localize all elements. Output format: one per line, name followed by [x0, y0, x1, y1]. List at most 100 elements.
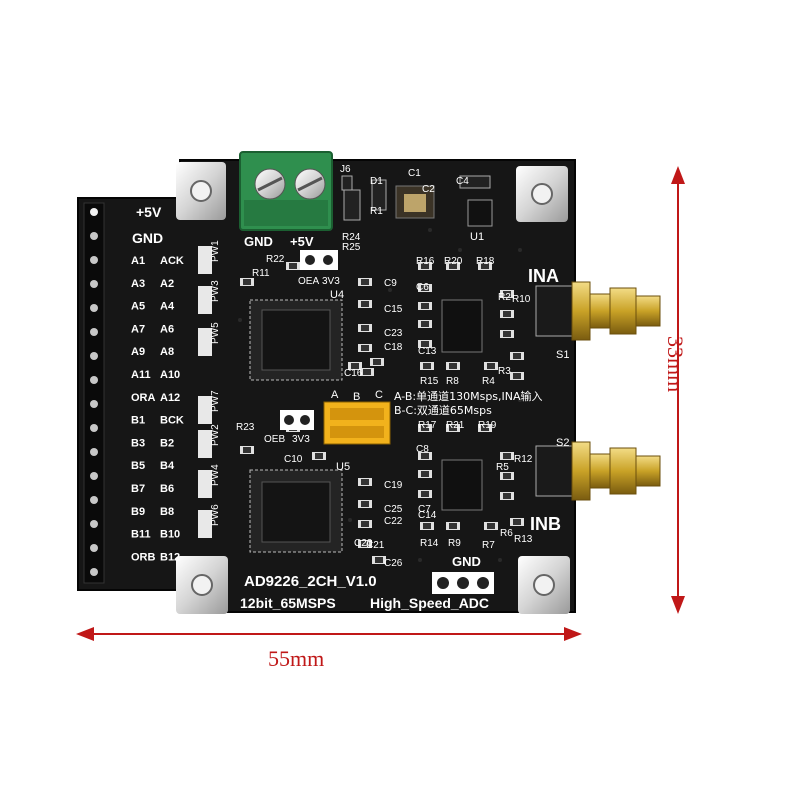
- component-label: C7: [418, 504, 431, 515]
- smd-body: [449, 523, 457, 529]
- smd-body: [243, 279, 251, 285]
- smd-body: [503, 291, 511, 297]
- pw-label: PW7: [210, 390, 221, 412]
- dimension-height-label: 33mm: [663, 336, 688, 393]
- component-label: R25: [342, 242, 361, 253]
- component-label: R11: [252, 268, 270, 279]
- mode-note-2: B-C:双通道65Msps: [394, 403, 492, 417]
- pin-header: [83, 202, 105, 584]
- pw-resistor-array: [198, 430, 212, 458]
- component-label: C19: [384, 480, 403, 491]
- smd-body: [513, 373, 521, 379]
- component-label: C25: [384, 504, 403, 515]
- header-pin: [90, 400, 98, 408]
- terminal-label-5v: +5V: [290, 234, 314, 249]
- dimension-width-label: 55mm: [268, 646, 325, 671]
- component-label: R7: [482, 540, 495, 551]
- smd-body: [375, 557, 383, 563]
- pw-resistor-array: [198, 286, 212, 314]
- component-label: C23: [384, 328, 403, 339]
- smd-body: [289, 263, 297, 269]
- component-label: R23: [236, 422, 255, 433]
- pw-label: PW1: [210, 240, 221, 262]
- input-label-ina: INA: [528, 266, 559, 286]
- top-components: [341, 175, 493, 227]
- dim-width-arrow: [76, 627, 582, 641]
- sma-connector-a: [535, 281, 661, 341]
- component-label: C21: [366, 540, 385, 551]
- smd-body: [503, 311, 511, 317]
- component-label: R19: [478, 420, 497, 431]
- smd-body: [423, 363, 431, 369]
- header-pin: [90, 280, 98, 288]
- smd-body: [421, 425, 429, 431]
- component-label: C20: [354, 538, 373, 549]
- header-pin-label: A6: [160, 323, 174, 335]
- input-label-inb: INB: [530, 514, 561, 534]
- component-label: R1: [370, 206, 383, 217]
- mount-hole-bottom-right: [518, 556, 570, 614]
- component-label: C8: [416, 444, 429, 455]
- header-pin-label: A10: [160, 369, 180, 381]
- opamp-a: [441, 299, 483, 353]
- component-label: R20: [444, 256, 463, 267]
- component-label: C6: [416, 282, 429, 293]
- smd-body: [503, 453, 511, 459]
- oe-header-b: [280, 410, 314, 430]
- header-pin-label: A8: [160, 346, 174, 358]
- component-label: C15: [384, 304, 403, 315]
- smd-body: [361, 541, 369, 547]
- component-label: R6: [500, 528, 513, 539]
- component-label: R10: [512, 294, 531, 305]
- header-pin-label: B6: [160, 483, 174, 495]
- label-u4: U4: [330, 289, 344, 301]
- header-pin-label: B12: [160, 551, 180, 563]
- header-pin-label: B11: [131, 529, 151, 541]
- component-label: R9: [448, 538, 461, 549]
- header-pin-label: A1: [131, 255, 145, 267]
- sma-connector-b: [535, 441, 661, 501]
- smd-body: [487, 363, 495, 369]
- component-label: C18: [384, 342, 403, 353]
- component-label: R12: [514, 454, 533, 465]
- terminal-label-gnd: GND: [244, 234, 273, 249]
- smd-body: [361, 301, 369, 307]
- component-label: C2: [422, 184, 435, 195]
- adc-chip-u5: [249, 469, 343, 553]
- smd-body: [421, 491, 429, 497]
- header-pin-label: A4: [160, 301, 175, 313]
- connector-label-s1: S1: [556, 349, 569, 361]
- component-label: C13: [418, 346, 437, 357]
- header-pin-label: ORB: [131, 551, 156, 563]
- oe-label-oea: OEA: [298, 276, 319, 287]
- header-pin-label: A3: [131, 278, 145, 290]
- header-pin-label: B7: [131, 483, 145, 495]
- smd-body: [503, 493, 511, 499]
- mount-hole-top-left: [176, 162, 226, 220]
- smd-body: [421, 341, 429, 347]
- header-pin-label: B5: [131, 460, 145, 472]
- component-label: R14: [420, 538, 439, 549]
- smd-body: [421, 263, 429, 269]
- header-pin-label: B8: [160, 506, 174, 518]
- component-label: C10: [284, 454, 303, 465]
- pw-label: PW4: [210, 464, 221, 486]
- component-label: R13: [514, 534, 533, 545]
- component-label: R16: [416, 256, 435, 267]
- component-label: R17: [418, 420, 437, 431]
- header-pin-label: B3: [131, 437, 145, 449]
- dim-height-arrow: [671, 166, 685, 614]
- pw-resistor-array: [198, 246, 212, 274]
- board-model: AD9226_2CH_V1.0: [244, 573, 377, 590]
- pw-label: PW6: [210, 504, 221, 526]
- smd-body: [361, 521, 369, 527]
- smd-body: [513, 519, 521, 525]
- smd-body: [361, 325, 369, 331]
- smd-body: [449, 363, 457, 369]
- smd-body: [351, 363, 359, 369]
- smd-body: [423, 523, 431, 529]
- header-pin: [90, 544, 98, 552]
- oe-header-a: [300, 250, 338, 270]
- jumper-letter-a: A: [331, 389, 339, 401]
